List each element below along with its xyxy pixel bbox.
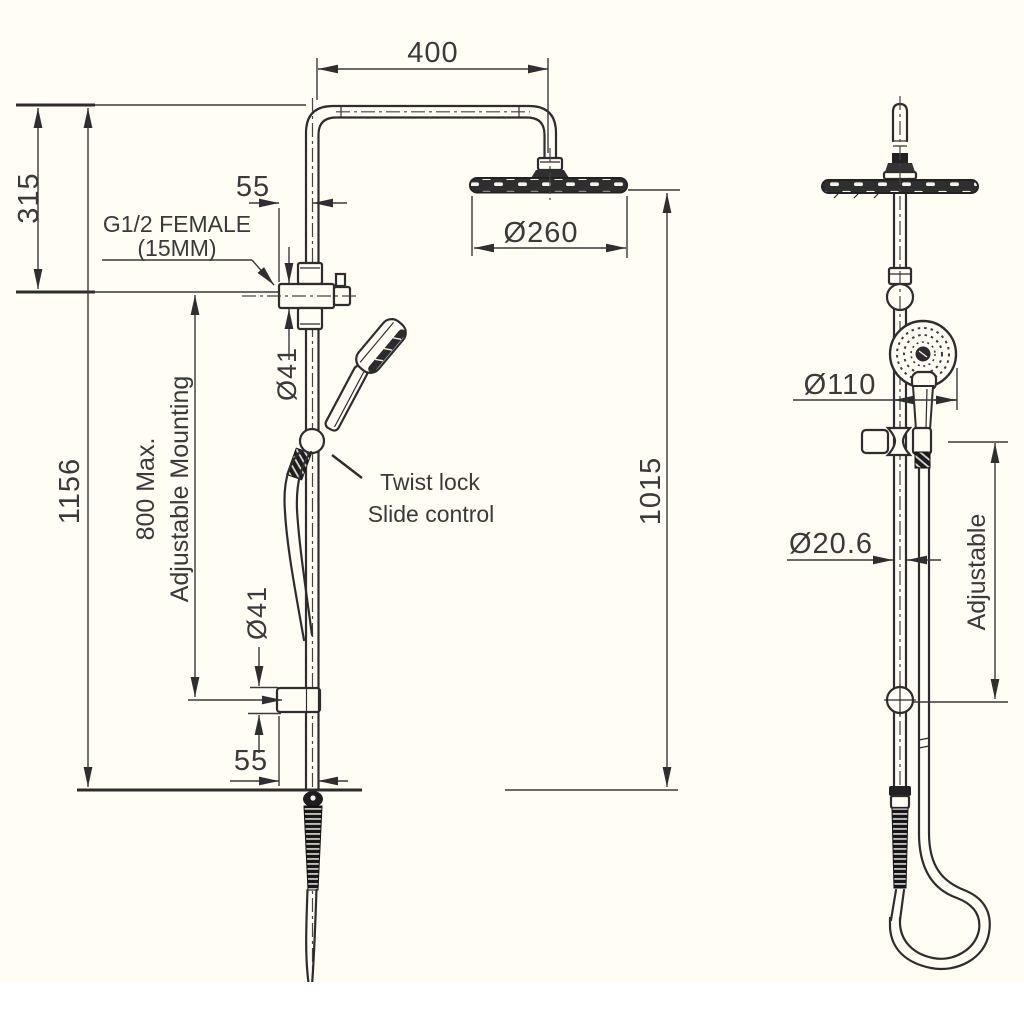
- bracket-clamp-side: [885, 426, 913, 457]
- hose-crimp-side: [914, 451, 931, 469]
- twist-lock-label-line2: Slide control: [368, 501, 495, 527]
- hose-front-right: [295, 450, 314, 637]
- twist-lock-leader: [331, 454, 363, 479]
- dim-label-adjustable: Adjustable: [963, 514, 991, 631]
- front-view: [242, 98, 628, 992]
- hand-shower-handle-front: [324, 364, 369, 432]
- dim-label-dia41-top: Ø41: [272, 347, 302, 401]
- spray-ring-mid: [903, 334, 943, 374]
- dim-label-1015: 1015: [635, 457, 667, 526]
- inlet-leader-arrow: [251, 259, 275, 286]
- dim-label-206: Ø20.6: [789, 528, 873, 560]
- lower-bracket-body: [275, 686, 322, 714]
- hose-tick: [918, 745, 930, 749]
- handle-detail: [925, 388, 928, 429]
- hand-shower-head-front: [355, 318, 407, 374]
- spray-center-detail: [918, 350, 928, 358]
- hose-tick: [918, 737, 930, 741]
- upper-nut-bottom: [296, 306, 324, 331]
- dim-label-800-line2: Adjustable Mounting: [166, 376, 194, 603]
- hose-nut-side: [889, 786, 911, 796]
- hand-shower-handle-side: [911, 385, 935, 431]
- bracket-block-side: [860, 428, 890, 455]
- inlet-label-line1: G1/2 FEMALE: [103, 211, 251, 237]
- overhead-shower-disc: [469, 177, 628, 194]
- hose-spring-side: [891, 807, 909, 889]
- hose-nut-highlight: [310, 795, 316, 801]
- disc-shadow-tick: [873, 193, 879, 199]
- upper-nut-top: [296, 261, 324, 286]
- dim-label-260: Ø260: [504, 217, 579, 249]
- hose-left-side: [898, 888, 906, 922]
- hose-spring-front: [303, 805, 323, 891]
- twist-lock-slider: [298, 427, 326, 455]
- hose-tail-front: [305, 888, 311, 988]
- side-dimensions: Ø110 Ø20.6 Adjustable: [787, 368, 1008, 716]
- dim-label-315: 315: [13, 172, 45, 223]
- hose-nut-side-lower: [889, 794, 911, 810]
- disc-shadow-tick: [833, 193, 839, 199]
- inlet-label-line2: (15MM): [137, 235, 216, 261]
- handle-lower-side: [911, 426, 933, 456]
- dim-label-400: 400: [407, 37, 458, 69]
- stub-flare: [885, 163, 915, 172]
- dim-label-55-top: 55: [236, 171, 270, 203]
- hose-tail-front: [310, 888, 318, 992]
- front-pipe-inner: [317, 116, 546, 792]
- dim-label-dia41-bottom: Ø41: [242, 586, 272, 640]
- hose-front-left: [283, 449, 306, 642]
- dim-label-55-bottom: 55: [234, 745, 268, 777]
- front-pipe-outer: [304, 104, 558, 792]
- diverter-knob-stub: [334, 272, 347, 288]
- page-margin: [0, 982, 1024, 1024]
- front-dimensions: 400 315 1156 55 G1/2 FEMALE (15MM) Ø41 8…: [13, 37, 680, 792]
- dim-label-1156: 1156: [54, 458, 86, 524]
- dim-label-800-line1: 800 Max.: [132, 438, 160, 541]
- twist-lock-label-line1: Twist lock: [380, 469, 480, 495]
- spray-ring-inner: [910, 341, 936, 367]
- hose-loop-outer: [888, 831, 991, 971]
- disc-shadow-tick: [853, 193, 859, 199]
- hose-left-side: [889, 888, 898, 922]
- hose-loop-inner: [898, 831, 981, 960]
- dim-label-110: Ø110: [804, 369, 877, 401]
